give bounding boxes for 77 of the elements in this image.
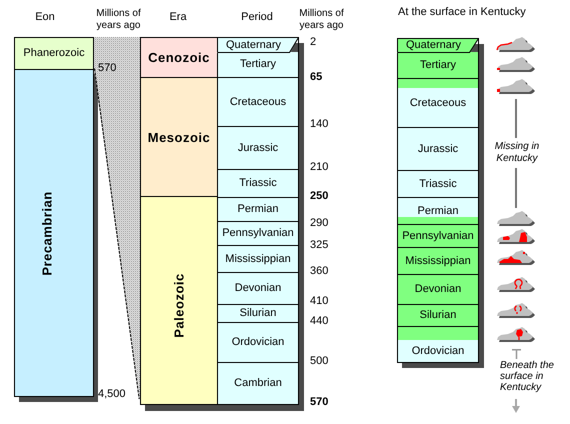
period-name: Cretaceous — [230, 96, 286, 108]
age-value: 500 — [310, 355, 328, 368]
period-name: Ordovician — [412, 344, 464, 358]
age-value: 140 — [310, 118, 328, 131]
period-name: Tertiary — [240, 58, 276, 71]
age-value: 570 — [98, 62, 116, 75]
period-name: Pennsylvanian — [402, 230, 474, 242]
period-name: Silurian — [240, 307, 276, 320]
period-name: Cambrian — [234, 377, 282, 390]
era-box — [140, 196, 218, 405]
period-box — [217, 37, 299, 53]
era-box — [140, 77, 218, 197]
period-name: Tertiary — [420, 58, 456, 72]
period-box — [217, 322, 299, 363]
period-box — [397, 38, 479, 53]
period-box — [217, 245, 299, 273]
period-box — [397, 326, 479, 363]
period-box — [217, 362, 299, 405]
period-box — [217, 77, 299, 127]
eon-box — [14, 37, 94, 70]
period-box — [217, 169, 299, 198]
age-value: 65 — [310, 71, 322, 84]
age-value: 325 — [310, 239, 328, 252]
era-name: Paleozoic — [172, 273, 186, 338]
period-name: Mississippian — [405, 254, 471, 268]
eon-name: Precambrian — [40, 190, 54, 276]
period-name: Devonian — [414, 283, 462, 296]
period-name: Pennsylvanian — [222, 227, 294, 240]
period-box — [217, 197, 299, 222]
period-name: Devonian — [234, 282, 282, 295]
period-box — [397, 52, 479, 80]
period-name: Permian — [418, 204, 458, 218]
age-value: 290 — [310, 217, 328, 230]
age-value: 210 — [310, 161, 328, 174]
age-value: 4,500 — [98, 388, 126, 401]
period-name: Quaternary — [226, 38, 282, 52]
note-text: Beneath the surface in Kentucky — [500, 360, 555, 393]
era-name: Mesozoic — [148, 130, 210, 144]
period-name: Jurassic — [238, 142, 278, 154]
period-box — [217, 272, 299, 305]
age-value: 250 — [310, 190, 328, 203]
note-text: Missing in Kentucky — [494, 141, 540, 165]
period-box — [397, 127, 479, 171]
period-box — [397, 247, 479, 275]
column-heading: Eon — [35, 11, 55, 24]
period-name: Silurian — [420, 309, 456, 322]
period-name: Ordovician — [232, 336, 284, 349]
age-value: 440 — [310, 315, 328, 328]
era-name: Cenozoic — [148, 51, 210, 64]
age-value: 360 — [310, 265, 328, 278]
period-box — [217, 126, 299, 170]
column-heading: Millions of years ago — [298, 8, 345, 32]
period-box — [217, 304, 299, 323]
period-name: Quaternary — [406, 39, 462, 52]
period-box — [397, 197, 479, 225]
period-box — [397, 274, 479, 305]
period-name: Mississippian — [225, 252, 291, 266]
column-heading: Millions of years ago — [95, 8, 142, 32]
period-name: Jurassic — [418, 142, 458, 156]
period-name: Triassic — [419, 178, 457, 190]
period-name: Triassic — [239, 177, 277, 190]
period-name: Permian — [238, 203, 278, 216]
period-name: Cretaceous — [410, 96, 466, 110]
era-box — [140, 37, 218, 78]
column-heading: Era — [169, 11, 187, 24]
period-box — [217, 221, 299, 246]
age-value: 570 — [310, 396, 328, 409]
eon-box — [14, 69, 94, 397]
period-box — [397, 78, 479, 128]
period-box — [397, 170, 479, 198]
column-heading: Period — [241, 11, 273, 24]
eon-name: Phanerozoic — [23, 47, 85, 60]
column-heading: At the surface in Kentucky — [398, 6, 526, 19]
period-box — [397, 224, 479, 248]
period-box — [397, 304, 479, 327]
age-value: 410 — [310, 295, 328, 308]
age-value: 2 — [310, 36, 316, 49]
